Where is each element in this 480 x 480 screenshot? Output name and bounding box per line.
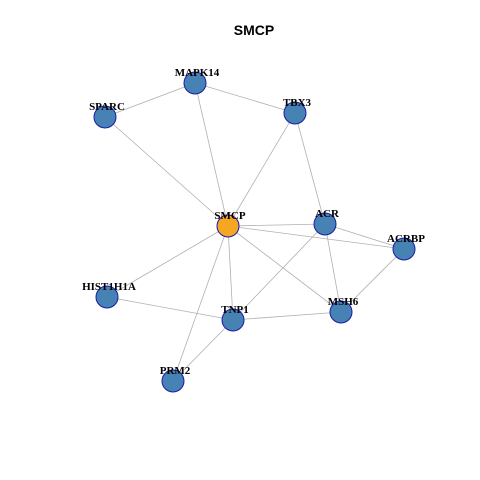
edge-mapk14-tbx3 — [194, 82, 296, 114]
node-label-hist1h1a: HIST1H1A — [82, 281, 136, 293]
edge-smcp-msh6 — [227, 225, 342, 313]
node-label-prm2: PRM2 — [160, 365, 191, 377]
diagram-title: SMCP — [234, 22, 274, 38]
node-label-tnp1: TNP1 — [221, 304, 249, 316]
edge-smcp-acrbp — [227, 225, 405, 250]
edge-tbx3-acr — [294, 112, 326, 225]
edge-smcp-tnp1 — [227, 225, 234, 321]
edge-sparc-smcp — [104, 116, 229, 227]
node-tnp1[interactable] — [221, 308, 245, 332]
node-msh6[interactable] — [329, 300, 353, 324]
node-label-acrbp: ACRBP — [387, 233, 425, 245]
node-prm2[interactable] — [161, 369, 185, 393]
node-acr[interactable] — [313, 212, 337, 236]
edge-mapk14-smcp — [194, 82, 229, 227]
node-label-smcp: SMCP — [214, 210, 245, 222]
node-label-sparc: SPARC — [89, 101, 125, 113]
edge-smcp-hist1h1a — [106, 225, 229, 298]
node-mapk14[interactable] — [183, 71, 207, 95]
node-acrbp[interactable] — [392, 237, 416, 261]
edge-tbx3-smcp — [227, 112, 296, 227]
edge-layer — [104, 82, 405, 382]
edge-acrbp-msh6 — [340, 248, 405, 313]
node-layer — [93, 71, 416, 393]
node-label-mapk14: MAPK14 — [175, 67, 220, 79]
edge-acr-acrbp — [324, 223, 405, 250]
edge-smcp-prm2 — [172, 225, 229, 382]
edge-tnp1-prm2 — [172, 319, 234, 382]
edge-hist1h1a-tnp1 — [106, 296, 234, 321]
node-tbx3[interactable] — [283, 101, 307, 125]
node-smcp[interactable] — [216, 214, 240, 238]
edge-sparc-mapk14 — [104, 82, 196, 118]
node-label-tbx3: TBX3 — [283, 97, 312, 109]
node-sparc[interactable] — [93, 105, 117, 129]
edge-acr-tnp1 — [232, 223, 326, 321]
node-label-acr: ACR — [315, 208, 340, 220]
edge-acr-msh6 — [324, 223, 342, 313]
node-label-msh6: MSH6 — [328, 296, 359, 308]
node-hist1h1a[interactable] — [95, 285, 119, 309]
edge-smcp-acr — [227, 223, 326, 227]
edge-tnp1-msh6 — [232, 311, 342, 321]
